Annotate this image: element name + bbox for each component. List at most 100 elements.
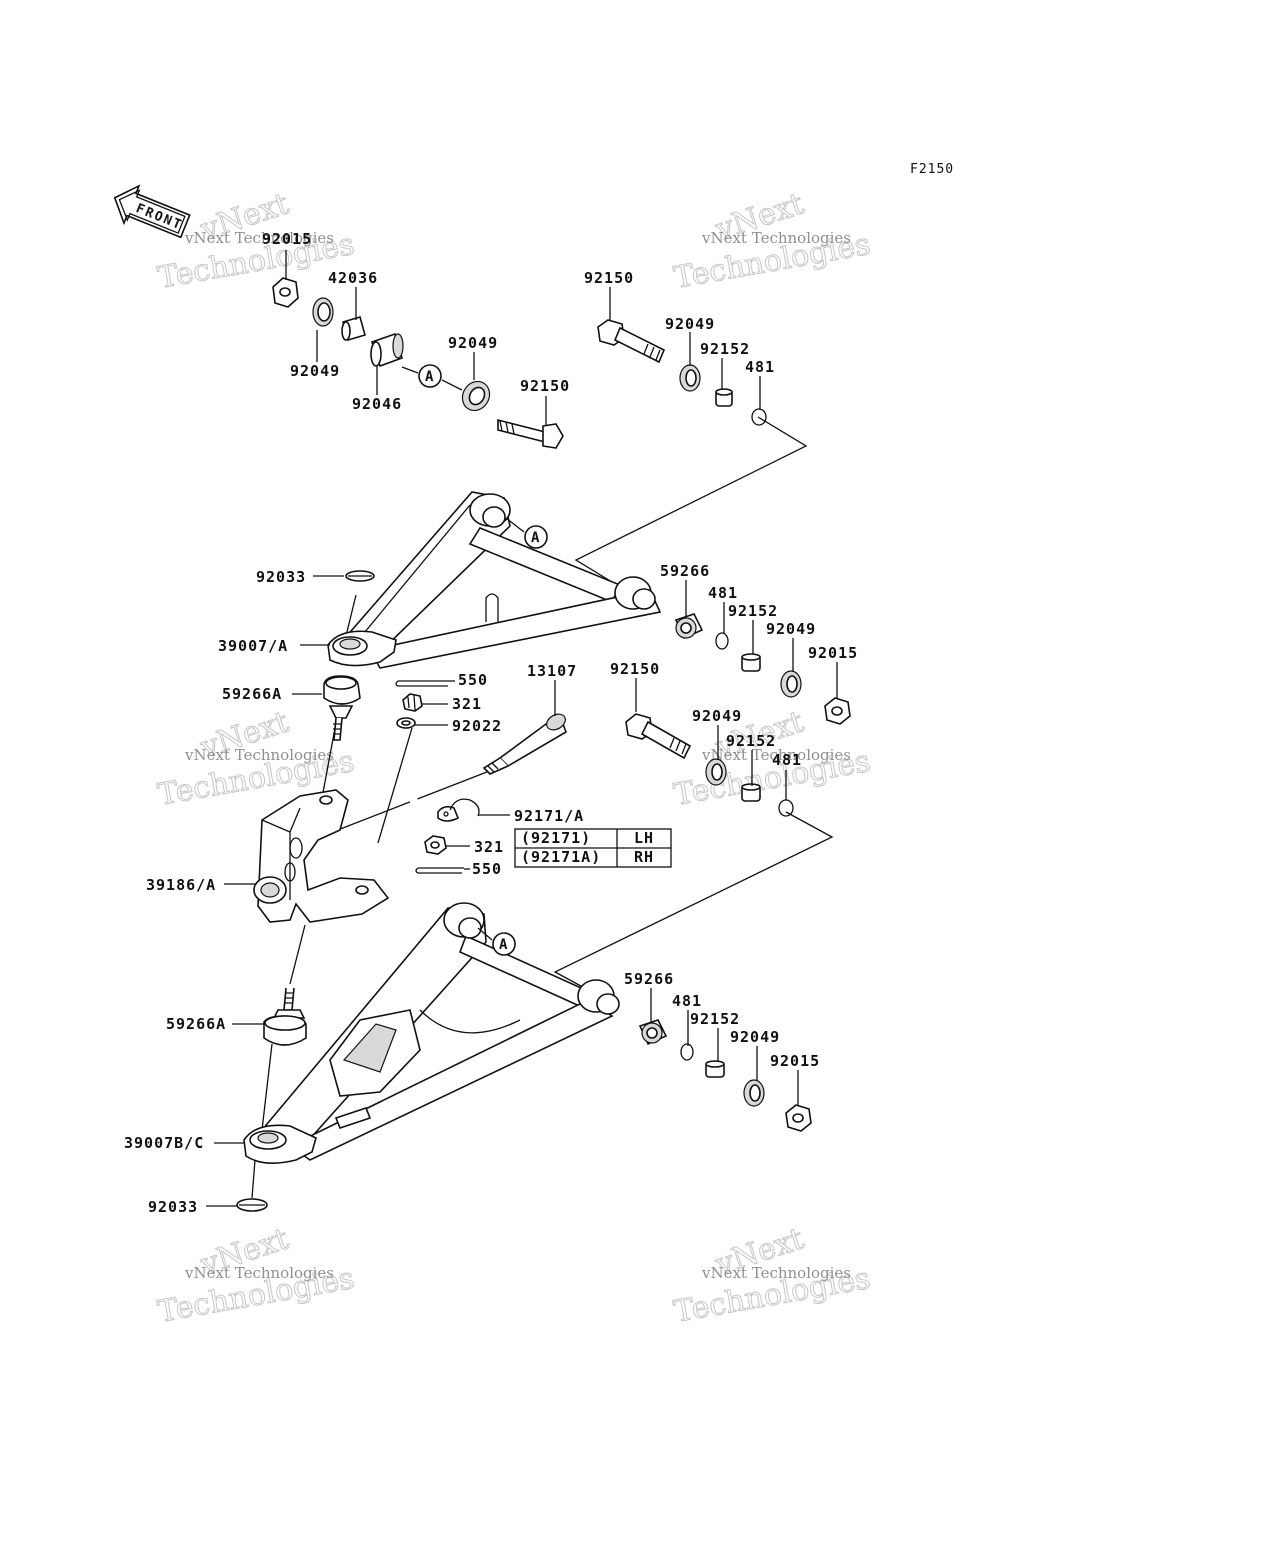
part-label: 92152	[690, 1010, 740, 1028]
washer-92049-upper	[780, 670, 802, 698]
watermark-bottom-left: vNext vNext Technologies Technologies	[155, 1221, 358, 1330]
svg-text:A: A	[425, 369, 434, 385]
part-label: 92049	[692, 707, 742, 725]
washer-92022	[396, 717, 416, 729]
needle-bearing-92046	[370, 332, 404, 368]
svg-text:vNext Technologies: vNext Technologies	[184, 1264, 334, 1282]
collar-92152-upper	[741, 653, 761, 672]
svg-text:vNext Technologies: vNext Technologies	[701, 746, 851, 764]
part-labels: 92015 42036 92049 92046 92049 92150 9215…	[124, 230, 858, 1216]
part-label: 92049	[448, 334, 498, 352]
variant-side-lh: LH	[634, 829, 654, 847]
part-label: 481	[672, 992, 702, 1010]
washer-92049-top	[312, 297, 334, 327]
spring-pin-92171a	[437, 798, 480, 822]
collar-92152-upper-right	[715, 388, 733, 407]
ball-joint-59266a-lower	[263, 987, 307, 1046]
svg-text:vNext Technologies: vNext Technologies	[184, 746, 334, 764]
part-label: 92049	[290, 362, 340, 380]
part-label: 550	[458, 671, 488, 689]
upper-a-arm-39007-a	[327, 491, 662, 669]
part-label: 92152	[726, 732, 776, 750]
part-label: 42036	[328, 269, 378, 287]
lower-a-arm-39007b-c	[243, 902, 620, 1164]
watermark-bottom-right: vNext vNext Technologies Technologies	[671, 1221, 874, 1330]
part-label: 92049	[766, 620, 816, 638]
watermark-top-left: vNext vNext Technologies Technologies	[155, 186, 358, 296]
part-label: 59266	[624, 970, 674, 988]
washer-92049-mid	[461, 380, 491, 412]
variant-part-rh: (92171A)	[521, 848, 601, 866]
steering-knuckle-39186-a	[253, 789, 390, 923]
variant-side-rh: RH	[634, 848, 654, 866]
part-label: 59266A	[222, 685, 282, 703]
bolt-92150-middle	[625, 713, 692, 760]
bushing-59266-upper	[674, 613, 704, 640]
part-label: 92015	[262, 230, 312, 248]
bushing-59266-lower	[638, 1019, 668, 1046]
part-label: 550	[472, 860, 502, 878]
ball-joint-59266a-upper	[323, 675, 361, 741]
part-label: 59266	[660, 562, 710, 580]
reference-marker-a-3: A	[477, 927, 516, 956]
reference-marker-a-2: A	[505, 517, 548, 549]
part-label: 92015	[770, 1052, 820, 1070]
part-label: 481	[745, 358, 775, 376]
part-label: 321	[452, 695, 482, 713]
snap-ring-92033-lower	[236, 1198, 268, 1212]
front-arrow-icon: FRONT	[113, 184, 191, 239]
circlip-481-lower	[680, 1043, 694, 1061]
snap-ring-92033-upper	[345, 570, 375, 582]
part-label: 92049	[665, 315, 715, 333]
part-label: 92152	[700, 340, 750, 358]
collar-92152-middle	[741, 783, 761, 802]
part-label: 92171/A	[514, 807, 584, 825]
variant-table: (92171) LH (92171A) RH	[514, 828, 672, 868]
circlip-481-middle	[778, 799, 794, 817]
washer-92049-middle	[705, 758, 727, 786]
svg-text:A: A	[499, 937, 508, 953]
part-label: 39007/A	[218, 637, 288, 655]
flange-nut-92015-top	[272, 277, 299, 308]
part-label: 92150	[584, 269, 634, 287]
part-label: 481	[708, 584, 738, 602]
diagram-code: F2150	[910, 162, 954, 177]
bolt-92150-right	[597, 319, 666, 364]
cotter-pin-550-lower	[415, 867, 464, 874]
castle-nut-321-lower	[424, 835, 447, 855]
svg-text:vNext Technologies: vNext Technologies	[701, 229, 851, 247]
flange-nut-92015-lower	[785, 1104, 812, 1132]
part-label: 39186/A	[146, 876, 216, 894]
tie-rod-end-13107	[482, 713, 567, 775]
variant-part-lh: (92171)	[521, 829, 591, 847]
part-label: 92049	[730, 1028, 780, 1046]
flange-nut-92015-upper	[824, 697, 851, 725]
washer-92049-lower	[743, 1079, 765, 1107]
circlip-481-upper	[715, 632, 729, 650]
part-label: 92046	[352, 395, 402, 413]
cotter-pin-550-upper	[395, 680, 450, 687]
part-label: 39007B/C	[124, 1134, 204, 1152]
part-label: 92150	[610, 660, 660, 678]
washer-92049-upper-right	[679, 364, 701, 392]
svg-text:vNext Technologies: vNext Technologies	[184, 229, 334, 247]
circlip-481-upper-right	[751, 408, 767, 426]
leader-lines	[206, 250, 838, 1207]
svg-text:vNext Technologies: vNext Technologies	[701, 1264, 851, 1282]
part-label: 92033	[256, 568, 306, 586]
part-label: 92150	[520, 377, 570, 395]
svg-text:A: A	[531, 530, 540, 546]
watermark-top-right: vNext vNext Technologies Technologies	[671, 186, 874, 296]
bolt-92150-left	[497, 418, 564, 449]
collar-92152-lower	[705, 1060, 725, 1078]
collar-42036	[341, 316, 366, 341]
part-label: 92033	[148, 1198, 198, 1216]
part-label: 59266A	[166, 1015, 226, 1033]
part-label: 92022	[452, 717, 502, 735]
part-label: 13107	[527, 662, 577, 680]
part-label: 481	[772, 751, 802, 769]
part-label: 92015	[808, 644, 858, 662]
part-label: 321	[474, 838, 504, 856]
